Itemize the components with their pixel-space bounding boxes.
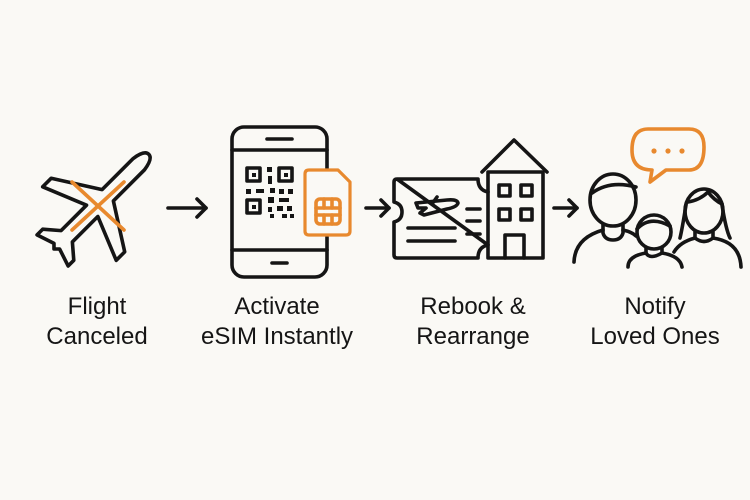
step-label-line: Notify [624,293,686,320]
phone-esim-icon [230,125,352,279]
step-label-line: Activate [234,293,320,320]
step-label-line: Rearrange [416,323,530,350]
arrow-right-icon [364,198,391,218]
arrow-right-icon [552,198,579,218]
step-label-rebook: Rebook & Rearrange [363,292,583,352]
qr-code-icon [245,166,294,218]
ticket-hotel-icon [392,138,549,260]
arrow-right-icon [166,197,208,219]
step-label-line: Flight [67,293,127,320]
family-message-icon [572,127,743,269]
speech-bubble-icon [630,127,706,184]
step-label-notify: Notify Loved Ones [545,292,750,352]
step-label-line: eSIM Instantly [200,323,354,350]
step-label-line: Loved Ones [590,323,720,350]
step-label-line: Canceled [46,323,148,350]
canceled-airplane-icon [35,151,152,268]
sim-card-icon [303,168,352,237]
step-label-line: Rebook & [420,293,526,320]
step-label-flight-canceled: Flight Canceled [0,292,207,352]
step-label-activate-esim: Activate eSIM Instantly [167,292,387,352]
